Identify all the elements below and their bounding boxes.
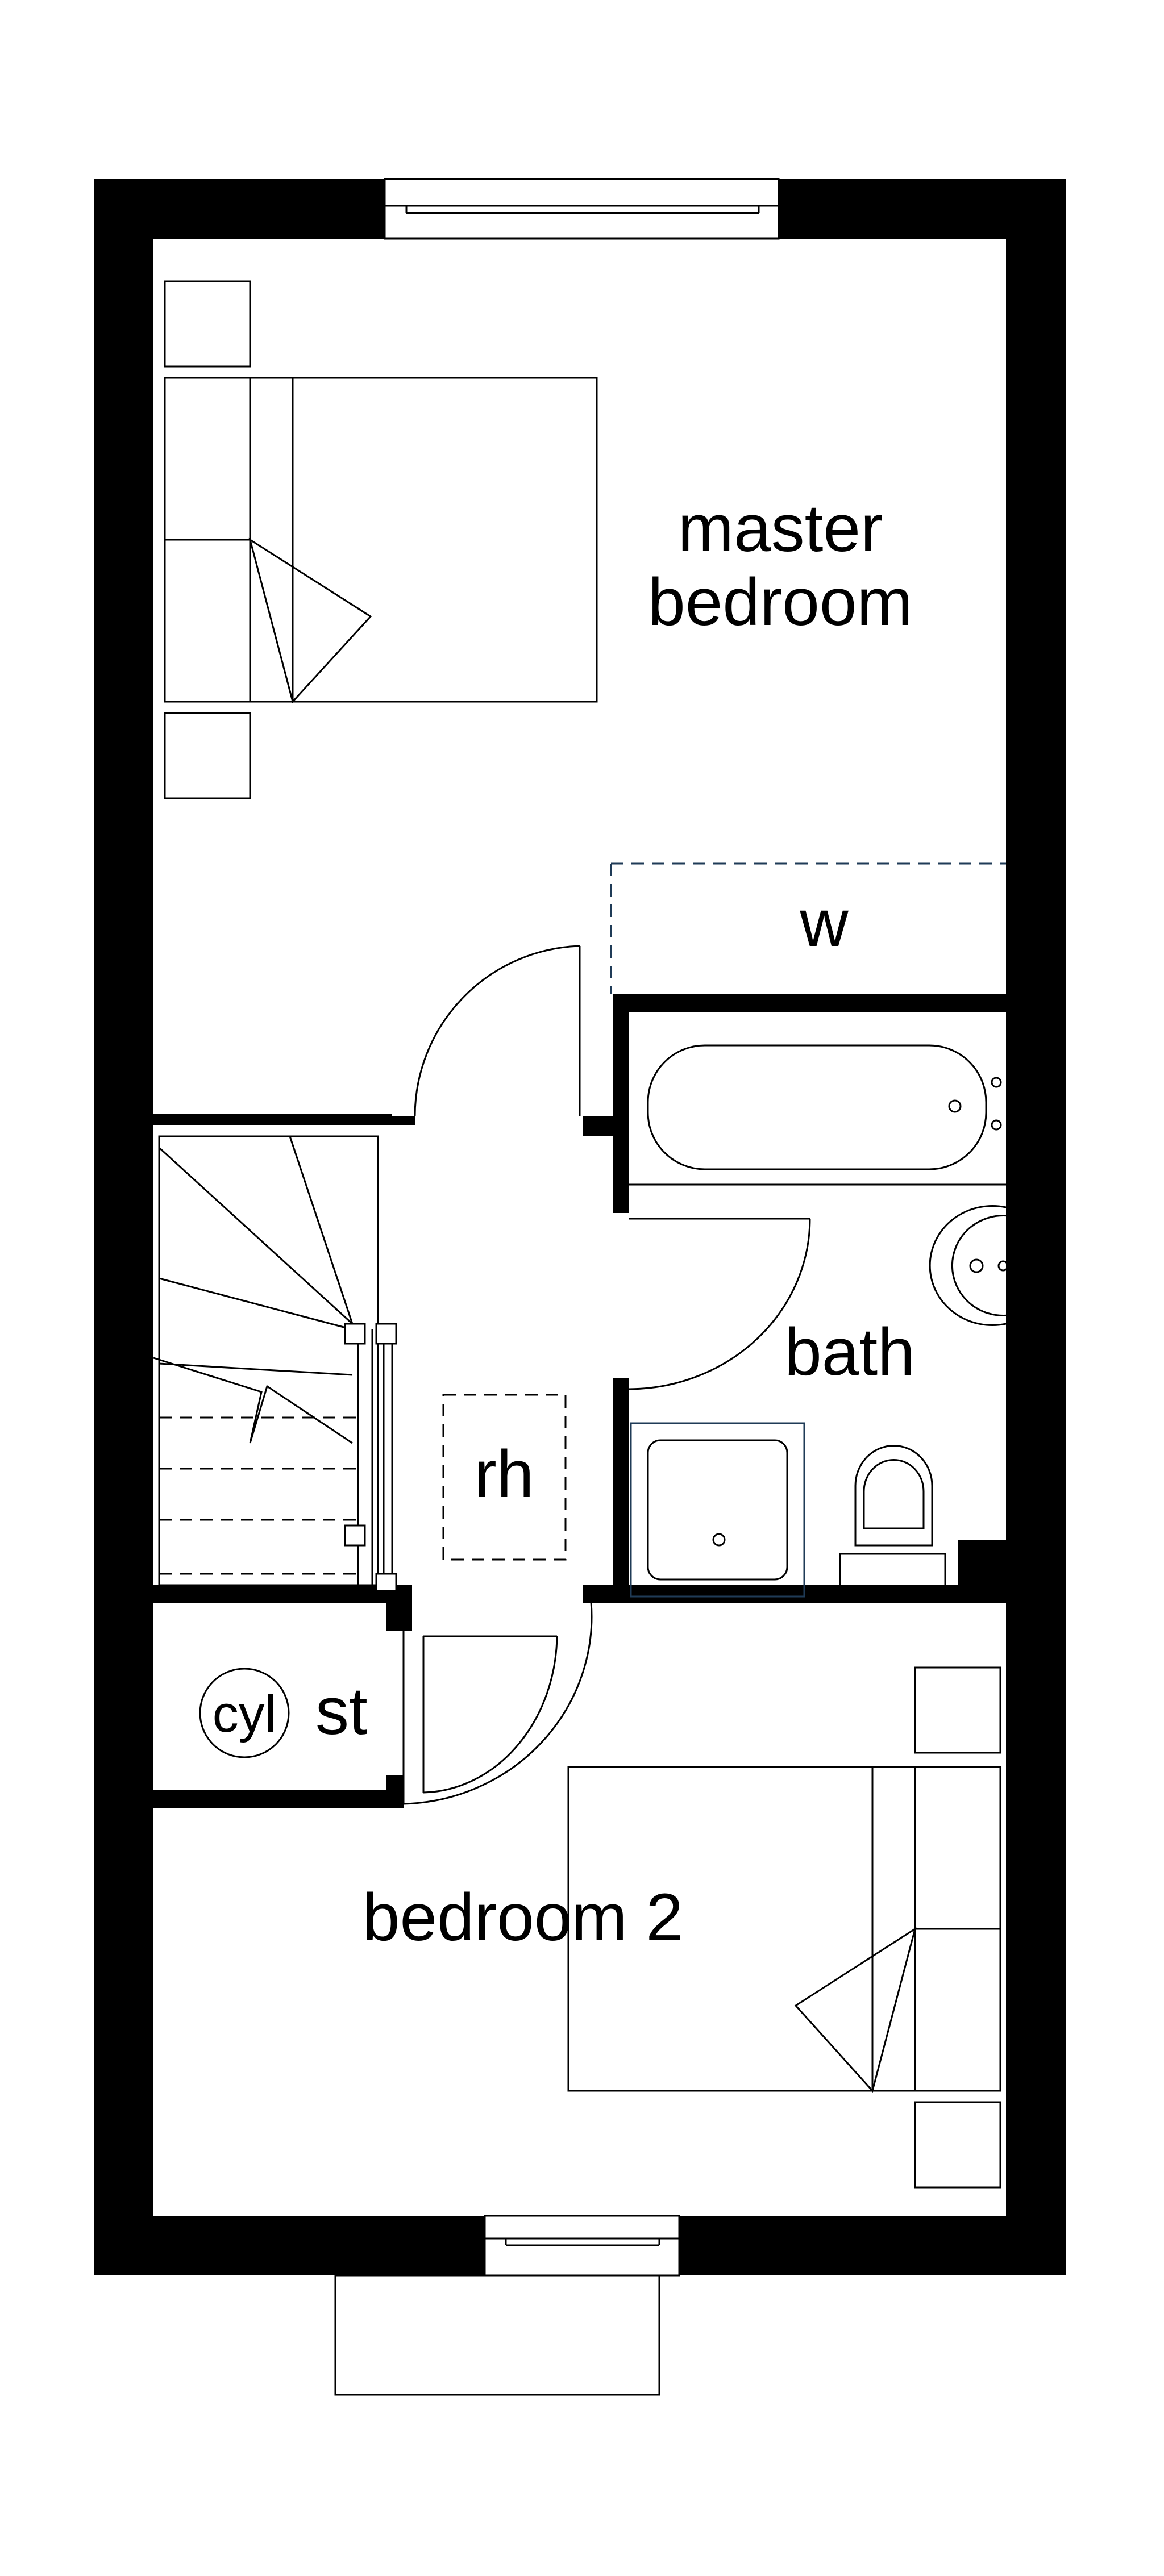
bedside-table [164, 712, 251, 799]
right-wall [1006, 179, 1066, 2275]
toilet-bowl [854, 1444, 933, 1547]
exterior-walls [94, 179, 1066, 2275]
duvet-fold [794, 1927, 917, 2093]
master-door [414, 945, 581, 1117]
shower-drain [712, 1533, 726, 1547]
wardrobe-label: w [799, 886, 849, 961]
bedside-table [914, 1666, 1001, 1754]
master-bedroom-label-line2: bedroom [648, 565, 913, 640]
bedside-table [164, 280, 251, 368]
bathtub [647, 1044, 987, 1170]
bath-tap [991, 1077, 1002, 1088]
bathroom [628, 1044, 1018, 1600]
bedroom2-doors [402, 1602, 593, 1805]
top-window [384, 178, 780, 240]
duvet-fold [248, 537, 372, 704]
cylinder-label: cyl [213, 1685, 276, 1743]
toilet-cistern [839, 1553, 946, 1600]
riser-label: rh [475, 1437, 534, 1512]
master-bed [164, 280, 598, 799]
bath-label: bath [784, 1315, 915, 1390]
top-wall-right [779, 179, 1066, 239]
store-label: st [315, 1674, 368, 1749]
bedside-table [914, 2101, 1001, 2189]
bath-drain [948, 1099, 962, 1113]
bedroom2-bed [567, 1666, 1001, 2189]
bedroom-2-label: bedroom 2 [363, 1880, 683, 1955]
riser-cupboard [442, 1394, 567, 1561]
basin [929, 1205, 1018, 1326]
master-bedroom-label-line1: master [678, 491, 883, 566]
hot-water-cylinder [199, 1668, 290, 1758]
porch-canopy [334, 2274, 660, 2396]
bottom-wall-left [94, 2216, 486, 2275]
wardrobe [610, 862, 1006, 994]
bottom-wall-right [679, 2216, 1066, 2275]
staircase [153, 1135, 397, 1592]
left-wall [94, 179, 153, 2275]
shower-tray [630, 1422, 805, 1598]
bath-tap [991, 1119, 1002, 1131]
top-wall-left [94, 179, 384, 239]
store-cupboard [199, 1668, 290, 1758]
interior-walls [153, 994, 1066, 1808]
bottom-window [484, 2215, 680, 2277]
